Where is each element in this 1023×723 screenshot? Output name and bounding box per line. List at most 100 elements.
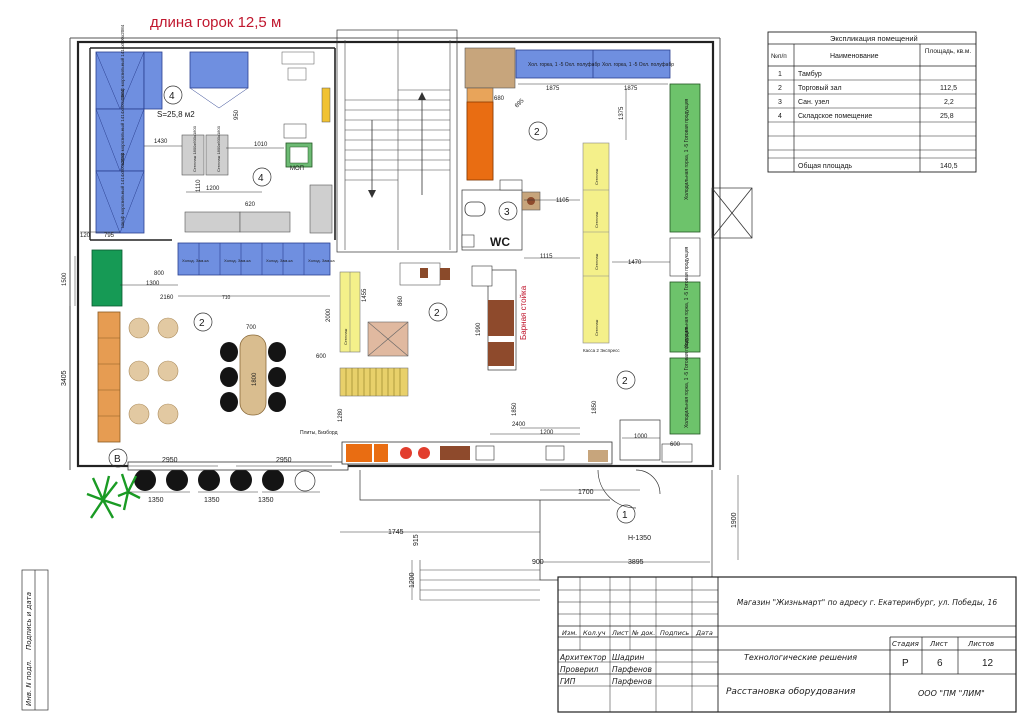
svg-text:1200: 1200 bbox=[409, 572, 416, 588]
svg-text:1470: 1470 bbox=[628, 260, 642, 266]
svg-text:4: 4 bbox=[258, 173, 264, 184]
staircase bbox=[345, 89, 450, 198]
svg-text:№ док.: № док. bbox=[631, 629, 655, 637]
svg-text:1375: 1375 bbox=[619, 106, 625, 120]
organization: ООО "ПМ "ЛИМ" bbox=[918, 689, 985, 698]
dimension-lines bbox=[69, 83, 739, 600]
svg-text:1430: 1430 bbox=[154, 139, 168, 145]
svg-text:2,2: 2,2 bbox=[944, 99, 954, 106]
cash-desk-label: Касса 2 Экспресс bbox=[583, 348, 620, 353]
freezer-label: Холод. Зам-ка bbox=[182, 258, 209, 263]
room-marker-4: 4 bbox=[169, 91, 175, 102]
room-marker-3: 3 bbox=[504, 207, 510, 218]
svg-text:1105: 1105 bbox=[556, 198, 570, 204]
svg-text:1200: 1200 bbox=[206, 186, 220, 192]
svg-text:Изм.: Изм. bbox=[562, 629, 577, 637]
svg-text:2000: 2000 bbox=[326, 308, 332, 322]
svg-text:3895: 3895 bbox=[628, 559, 644, 566]
svg-text:700: 700 bbox=[246, 325, 257, 331]
svg-text:600: 600 bbox=[316, 354, 327, 360]
svg-text:1350: 1350 bbox=[258, 497, 274, 504]
bar-area: WC Барная стойка bbox=[461, 47, 541, 371]
svg-text:Подпись: Подпись bbox=[660, 629, 689, 637]
svg-text:2: 2 bbox=[434, 308, 440, 319]
svg-text:Наименование: Наименование bbox=[830, 53, 879, 60]
svg-text:2160: 2160 bbox=[160, 295, 174, 301]
explication-total-value: 140,5 bbox=[940, 163, 958, 170]
svg-text:25,8: 25,8 bbox=[940, 113, 954, 120]
section-name: Технологические решения bbox=[744, 653, 857, 662]
svg-text:2400: 2400 bbox=[512, 422, 526, 428]
room-marker-2: 2 bbox=[534, 127, 540, 138]
svg-text:3: 3 bbox=[778, 99, 782, 106]
margin-label-inventory: Инв. N подл. bbox=[25, 660, 33, 706]
checkout-row: Плиты, Бизборд bbox=[300, 430, 613, 465]
svg-text:Архитектор: Архитектор bbox=[559, 653, 607, 662]
svg-text:1700: 1700 bbox=[578, 489, 594, 496]
svg-text:1000: 1000 bbox=[634, 434, 648, 440]
svg-text:680: 680 bbox=[494, 96, 505, 102]
svg-text:Стеллаж 1800х600х1800: Стеллаж 1800х600х1800 bbox=[192, 125, 197, 172]
mop-label: МОП bbox=[290, 166, 304, 172]
svg-text:795: 795 bbox=[104, 233, 115, 239]
axis-b-marker: В bbox=[114, 454, 121, 465]
svg-text:Парфенов: Парфенов bbox=[612, 677, 652, 686]
explication-table: Экспликация помещений №п/п Наименование … bbox=[767, 31, 977, 173]
svg-text:Листов: Листов bbox=[967, 640, 994, 648]
svg-text:Холод. Зам-ка: Холод. Зам-ка bbox=[308, 258, 335, 263]
explication-total-label: Общая площадь bbox=[798, 162, 852, 170]
svg-text:1990: 1990 bbox=[476, 322, 482, 336]
svg-text:Стеллаж: Стеллаж bbox=[594, 253, 599, 270]
svg-text:120: 120 bbox=[80, 233, 91, 239]
svg-text:Стеллаж: Стеллаж bbox=[594, 319, 599, 336]
svg-text:600: 600 bbox=[670, 442, 681, 448]
svg-text:112,5: 112,5 bbox=[940, 85, 957, 92]
wc-label: WC bbox=[490, 235, 510, 249]
svg-text:1500: 1500 bbox=[62, 272, 68, 286]
svg-text:1300: 1300 bbox=[146, 281, 160, 287]
svg-text:1900: 1900 bbox=[731, 512, 738, 528]
svg-text:Тамбур: Тамбур bbox=[798, 70, 822, 78]
svg-text:860: 860 bbox=[398, 295, 404, 306]
svg-text:1875: 1875 bbox=[624, 86, 638, 92]
sheets-value: 12 bbox=[982, 658, 994, 669]
svg-text:Холодильная горка, 1 -5 Готова: Холодильная горка, 1 -5 Готовая продукци… bbox=[684, 246, 690, 348]
svg-text:Лист: Лист bbox=[611, 629, 629, 637]
svg-text:Стеллаж: Стеллаж bbox=[594, 211, 599, 228]
svg-text:950: 950 bbox=[234, 109, 240, 120]
project-title: Магазин "Жизньмарт" по адресу г. Екатери… bbox=[736, 598, 998, 607]
central-shelving: Стеллаж bbox=[339, 262, 450, 397]
svg-text:915: 915 bbox=[413, 534, 420, 546]
svg-text:Стеллаж: Стеллаж bbox=[343, 328, 348, 345]
svg-text:1850: 1850 bbox=[592, 400, 598, 414]
svg-text:1200: 1200 bbox=[540, 430, 554, 436]
svg-text:2950: 2950 bbox=[162, 457, 178, 464]
svg-text:Холодильная горка, 1 -5 Готова: Холодильная горка, 1 -5 Готовая продукци… bbox=[684, 326, 690, 428]
svg-text:1350: 1350 bbox=[148, 497, 164, 504]
svg-text:Стеллаж 1800х600х1800: Стеллаж 1800х600х1800 bbox=[216, 125, 221, 172]
svg-text:Стадия: Стадия bbox=[892, 640, 919, 648]
svg-text:1280: 1280 bbox=[338, 408, 344, 422]
svg-text:Шкаф морозильный 1414х800х2084: Шкаф морозильный 1414х800х2084 bbox=[119, 89, 125, 165]
svg-text:3405: 3405 bbox=[61, 370, 68, 386]
svg-text:Проверил: Проверил bbox=[560, 665, 599, 674]
margin-label-signature: Подпись и дата bbox=[25, 592, 33, 650]
svg-text:695: 695 bbox=[514, 98, 526, 110]
svg-text:1115: 1115 bbox=[540, 254, 553, 260]
svg-text:Парфенов: Парфенов bbox=[612, 665, 652, 674]
svg-text:Лист: Лист bbox=[929, 640, 949, 648]
svg-text:4: 4 bbox=[778, 113, 782, 120]
freezer-row: Холод. Зам-ка Холод. Зам-ка Холод. Зам-к… bbox=[177, 242, 335, 276]
storage-equipment: Шкаф морозильный 1414х800х2084 Шкаф моро… bbox=[95, 24, 333, 234]
svg-text:800: 800 bbox=[154, 271, 165, 277]
svg-text:ГИП: ГИП bbox=[560, 677, 576, 686]
storage-area-label: S=25,8 м2 bbox=[157, 110, 195, 119]
svg-text:1: 1 bbox=[778, 71, 782, 78]
freezer-wardrobe-label: Шкаф морозильный 1414х800х2084 bbox=[119, 24, 125, 100]
svg-text:Холод. Зам-ка: Холод. Зам-ка bbox=[266, 258, 293, 263]
header-note: длина горок 12,5 м bbox=[150, 14, 281, 31]
svg-text:Дата: Дата bbox=[695, 629, 713, 637]
svg-text:1455: 1455 bbox=[362, 288, 368, 302]
svg-text:2: 2 bbox=[199, 318, 205, 329]
title-block: Изм. Кол.уч Лист № док. Подпись Дата Арх… bbox=[557, 576, 1017, 713]
